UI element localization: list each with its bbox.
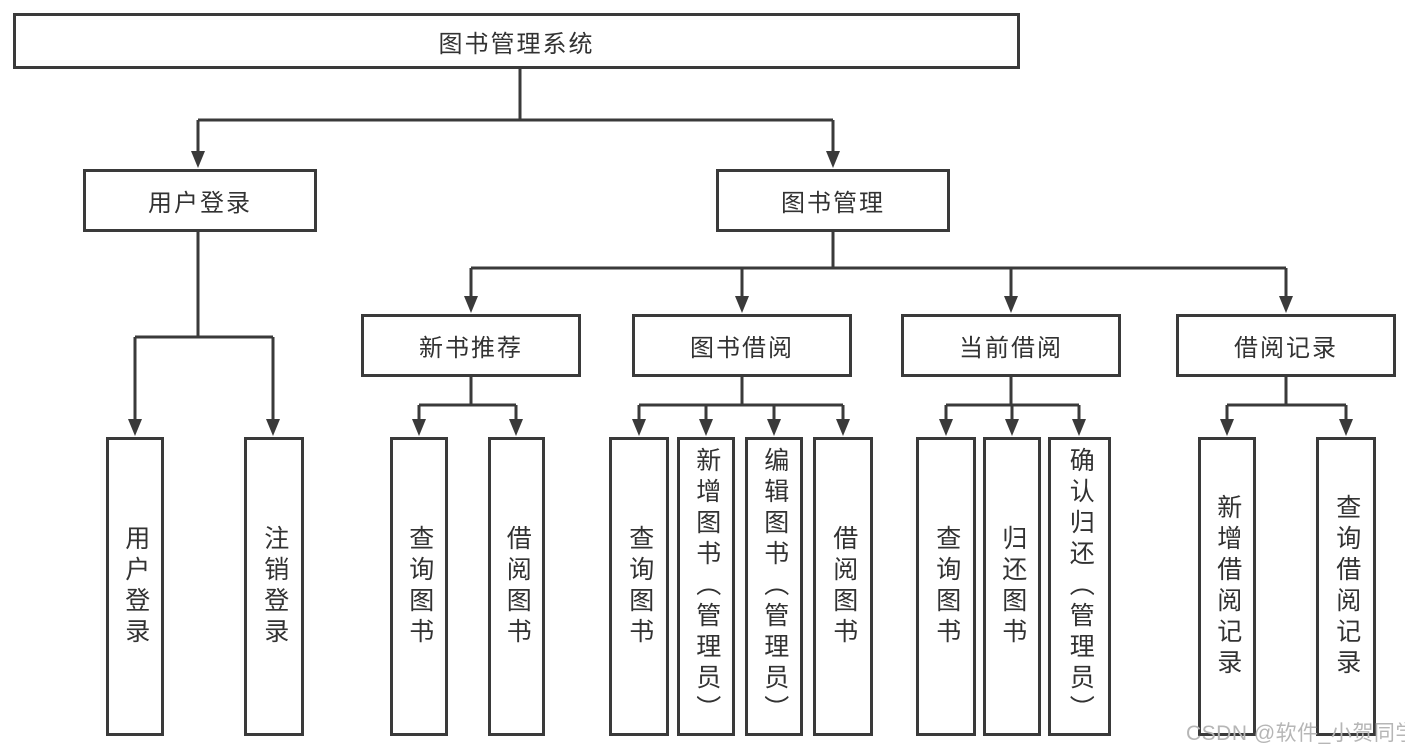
connector-book-borrow [632,377,850,436]
node-label: 查询借阅记录 [1332,493,1361,680]
node-label: 确认归还（管理员） [1066,447,1095,726]
node-leaf-query-books-current: 查询图书 [916,437,976,736]
connector-book-mgmt-to-level3 [464,232,1293,313]
node-leaf-edit-books-admin: 编辑图书（管理员） [745,437,803,736]
csdn-watermark: CSDN @软件_小贺同学 [1186,722,1405,745]
node-leaf-borrow-books: 借阅图书 [813,437,873,736]
node-label: 当前借阅 [959,335,1063,362]
node-label: 图书借阅 [690,335,794,362]
node-label: 新增图书（管理员） [692,447,721,726]
node-leaf-query-borrow-record: 查询借阅记录 [1316,437,1376,736]
node-label: 查询图书 [405,524,434,649]
node-branch-user-login: 用户登录 [83,169,317,232]
node-label: 新增借阅记录 [1213,493,1242,680]
node-leaf-add-borrow-record: 新增借阅记录 [1198,437,1256,736]
node-branch-book-management: 图书管理 [716,169,950,232]
node-leaf-confirm-return-admin: 确认归还（管理员） [1048,437,1111,736]
node-label: 编辑图书（管理员） [760,447,789,726]
connector-current-borrow [939,377,1086,436]
connector-new-book-recommend [412,377,523,436]
node-label: 查询图书 [625,524,654,649]
node-root-library-system: 图书管理系统 [13,13,1020,69]
node-module-current-borrow: 当前借阅 [901,314,1121,377]
node-leaf-query-books-borrow: 查询图书 [609,437,669,736]
node-label: 借阅记录 [1234,335,1338,362]
node-label: 借阅图书 [829,524,858,649]
node-label: 图书管理 [781,190,885,217]
node-label: 借阅图书 [503,524,532,649]
node-leaf-query-books-recommend: 查询图书 [390,437,448,736]
node-leaf-user-login: 用户登录 [106,437,164,736]
node-label: 用户登录 [148,190,252,217]
node-label: 新书推荐 [419,335,523,362]
node-leaf-add-books-admin: 新增图书（管理员） [677,437,735,736]
connector-root-to-level2 [191,69,840,168]
connector-borrow-records [1220,377,1353,436]
node-module-book-borrow: 图书借阅 [632,314,852,377]
node-leaf-logout: 注销登录 [244,437,304,736]
node-label: 查询图书 [932,524,961,649]
node-label: 用户登录 [121,524,150,649]
node-label: 图书管理系统 [438,30,595,58]
node-leaf-borrow-books-recommend: 借阅图书 [488,437,545,736]
connector-user-login-branch [128,232,280,436]
node-label: 归还图书 [998,524,1027,649]
node-leaf-return-books: 归还图书 [983,437,1041,736]
node-label: 注销登录 [260,524,289,649]
node-module-new-book-recommend: 新书推荐 [361,314,581,377]
node-module-borrow-records: 借阅记录 [1176,314,1396,377]
